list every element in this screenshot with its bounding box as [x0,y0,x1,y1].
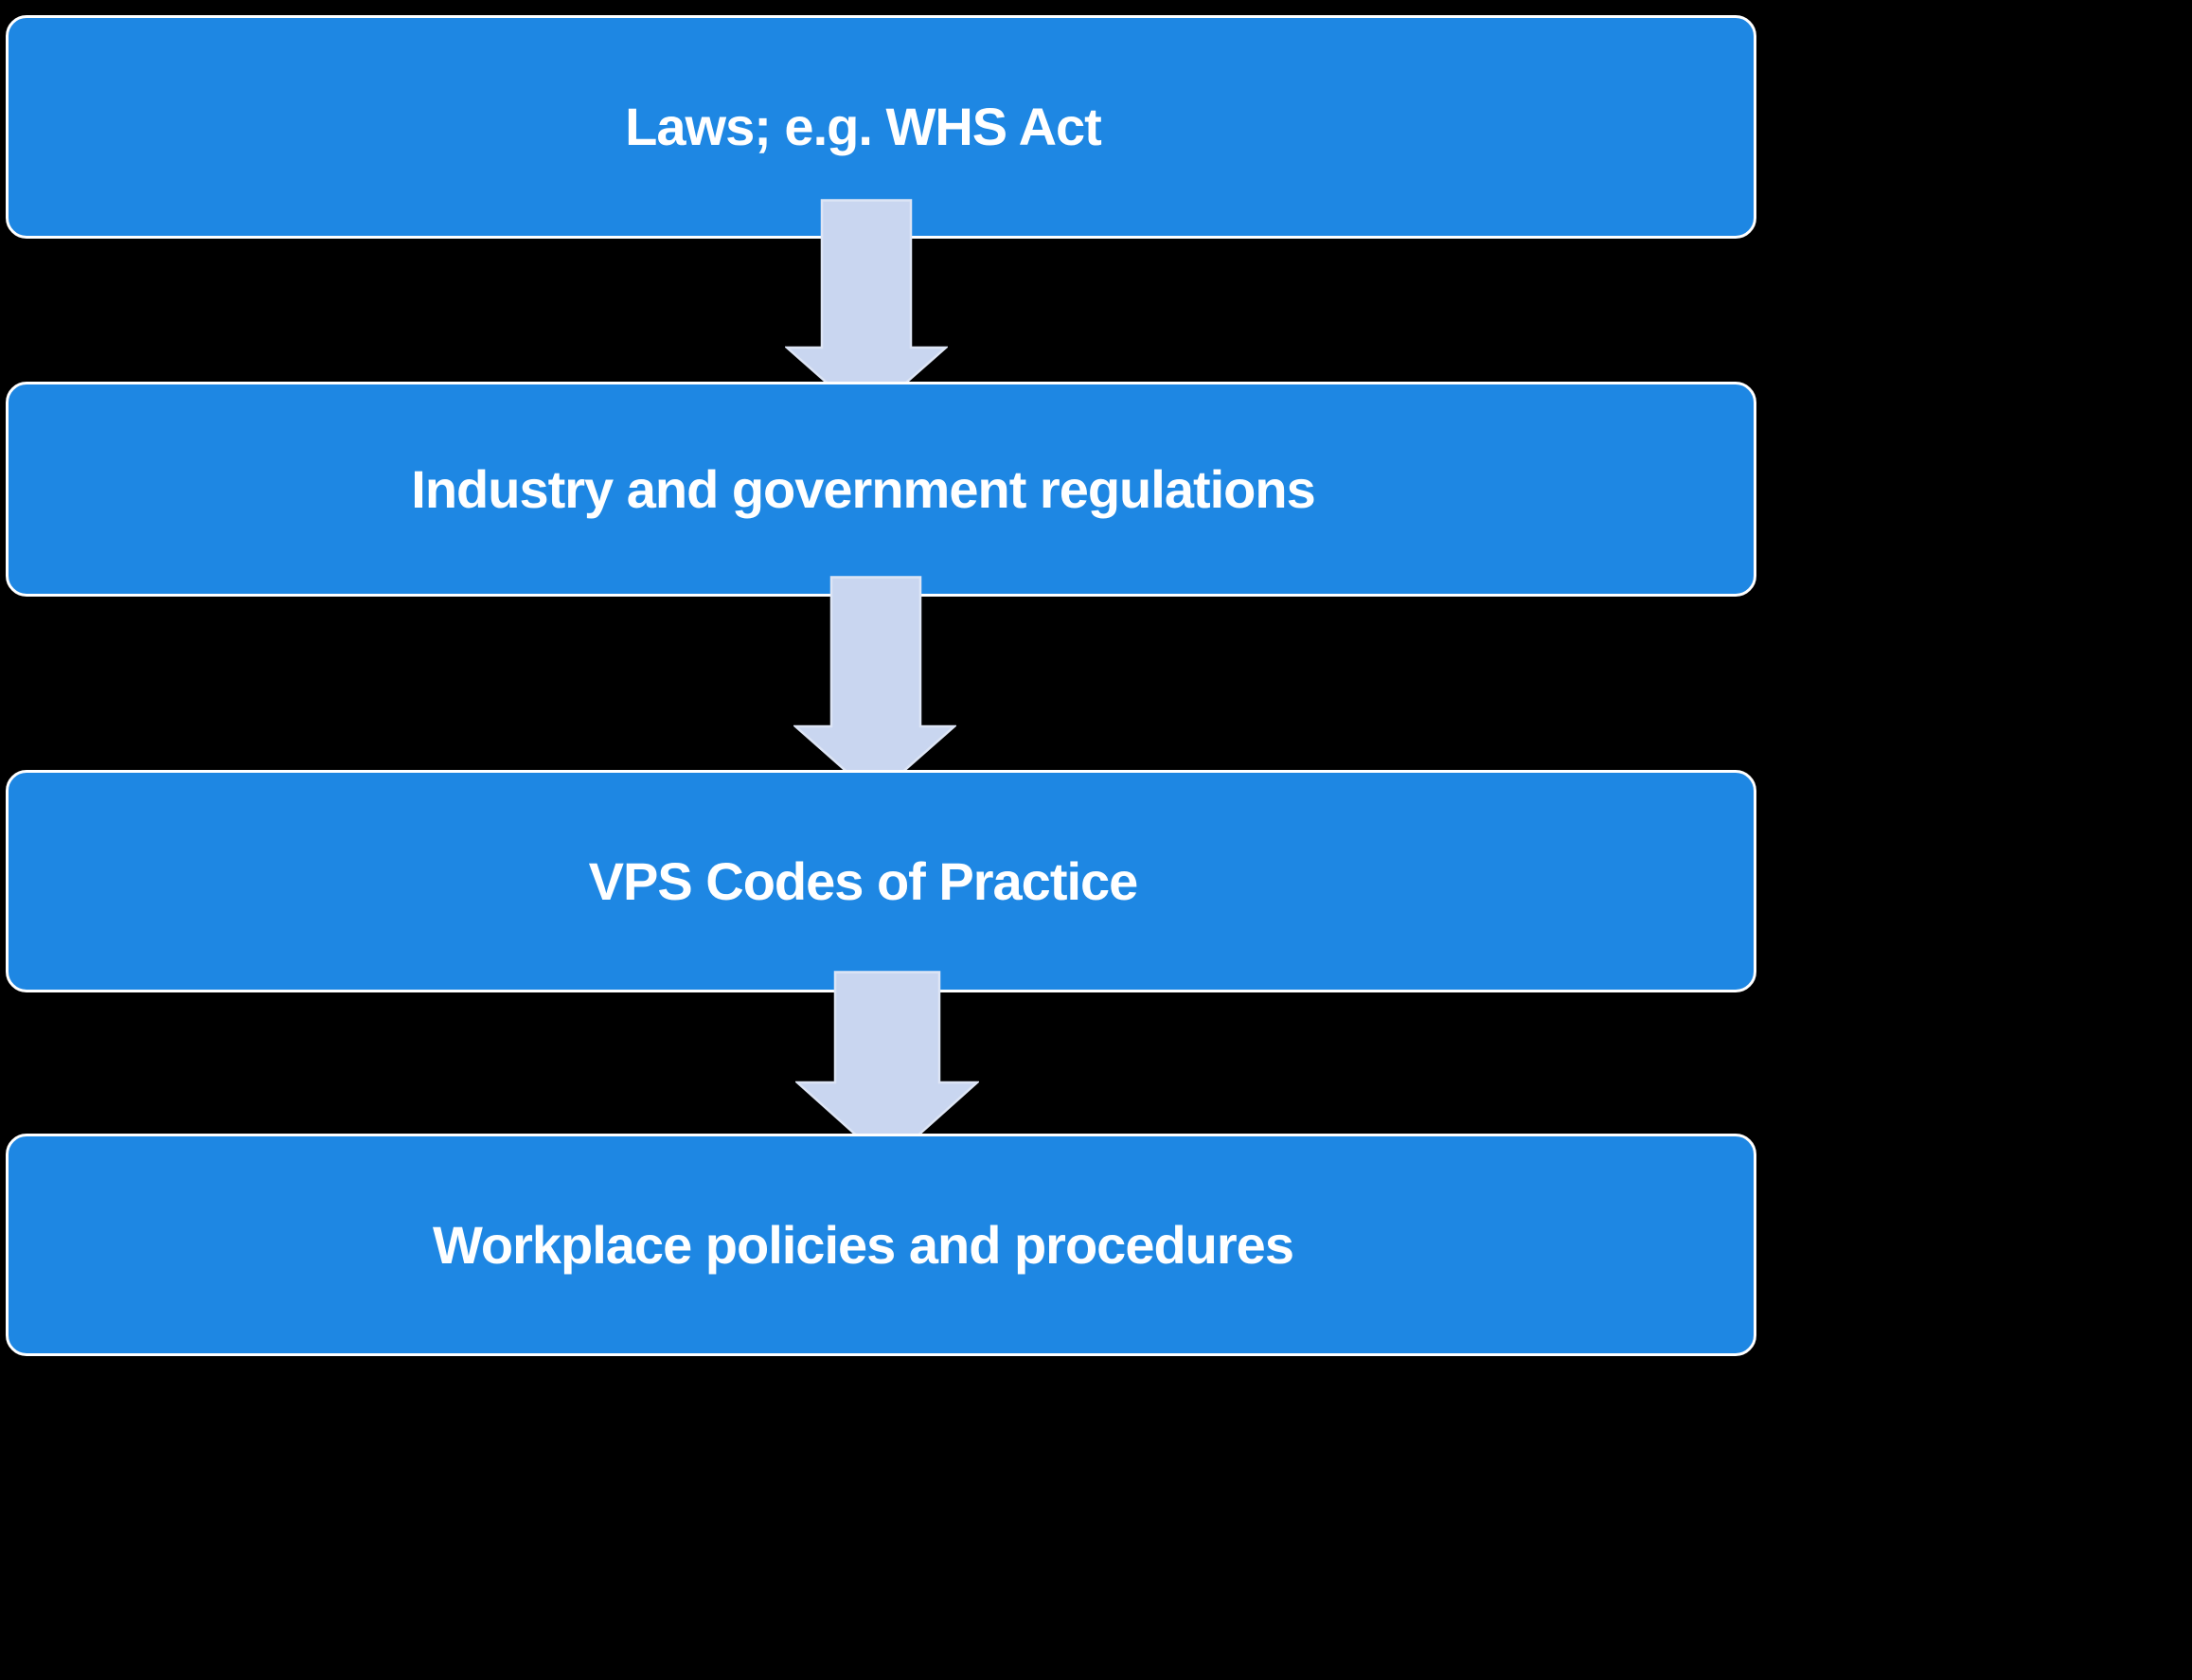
down-arrow-shape [795,971,979,1165]
flow-box-workplace-policies: Workplace policies and procedures [6,1134,1756,1356]
flow-box-codes-of-practice-label: VPS Codes of Practice [588,850,1139,911]
flow-box-laws-label: Laws; e.g. WHS Act [625,97,1102,157]
down-arrow-icon [795,971,979,1165]
flow-box-codes-of-practice: VPS Codes of Practice [6,770,1756,992]
down-arrow-icon [793,576,956,798]
flow-box-regulations-label: Industry and government regulations [411,458,1315,519]
flow-box-regulations: Industry and government regulations [6,382,1756,597]
down-arrow-shape [793,576,956,798]
flow-box-workplace-policies-label: Workplace policies and procedures [433,1214,1294,1275]
